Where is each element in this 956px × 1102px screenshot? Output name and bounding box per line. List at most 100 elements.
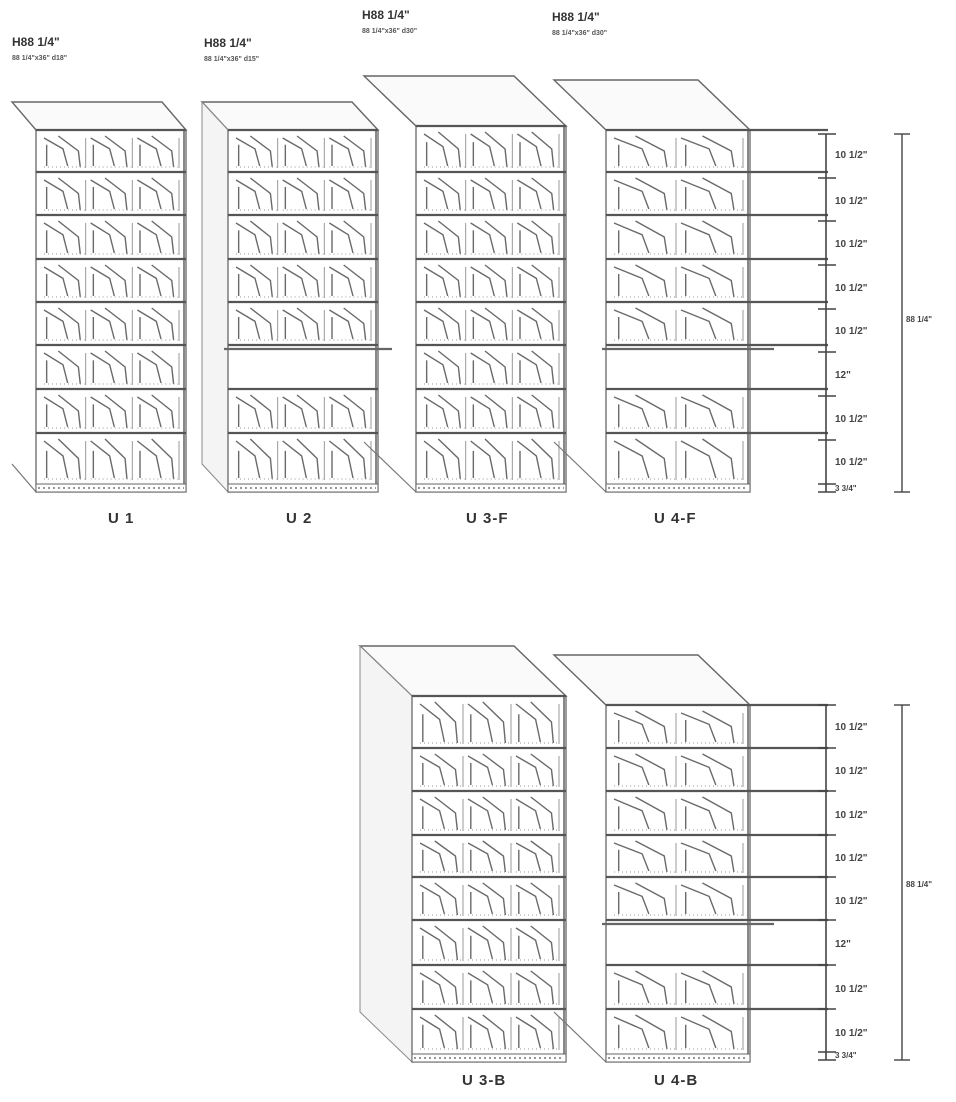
hanging-file-folder (680, 220, 735, 255)
hanging-file-folder (613, 1014, 668, 1050)
hanging-file-folder (680, 840, 735, 873)
hanging-file-folder (328, 438, 367, 480)
hanging-file-folder (90, 177, 128, 211)
hanging-file-folder (328, 394, 367, 429)
unit-top-panel (10, 101, 188, 131)
unit-title-u3f: H88 1/4" (362, 8, 410, 22)
base-height-label: 3 3/4" (835, 484, 857, 493)
hanging-file-folder (328, 220, 367, 255)
hanging-file-folder (90, 135, 128, 168)
hanging-file-folder (467, 970, 507, 1005)
hanging-file-folder (467, 796, 507, 831)
unit-label-u3b: U 3-B (462, 1072, 507, 1089)
hanging-file-folder (136, 394, 175, 429)
dimension-lines (818, 704, 910, 1061)
hanging-file-folder (467, 753, 507, 787)
hanging-file-folder (90, 220, 128, 255)
shelf-spacing-label: 10 1/2" (835, 984, 868, 995)
shelf-spacing-label: 10 1/2" (835, 722, 868, 733)
unit-frame (35, 129, 187, 493)
hanging-file-folder (136, 177, 175, 211)
shelf-spacing-label: 10 1/2" (835, 766, 868, 777)
hanging-file-folder (419, 925, 459, 961)
overall-height-label: 88 1/4" (906, 315, 933, 324)
hanging-file-folder (136, 264, 175, 298)
hanging-file-folder (515, 1014, 555, 1050)
hanging-file-folder (419, 840, 459, 873)
hanging-file-folder (470, 438, 508, 480)
hanging-file-folder (613, 796, 668, 831)
hanging-file-folder (90, 350, 128, 385)
unit-frame (605, 129, 751, 493)
hanging-file-folder (470, 394, 508, 429)
hanging-file-folder (328, 177, 367, 211)
hanging-file-folder (613, 177, 668, 211)
hanging-file-folder (136, 220, 175, 255)
unit-base (35, 483, 187, 493)
unit-frame (227, 129, 379, 493)
shelving-unit-u3f (362, 75, 568, 493)
overall-height-label: 88 1/4" (906, 880, 933, 889)
hanging-file-folder (282, 220, 320, 255)
hanging-file-folder (680, 394, 735, 429)
shelving-unit-u1 (10, 101, 188, 493)
hanging-file-folder (43, 438, 81, 480)
hanging-file-folder (235, 264, 273, 298)
unit-floor-edge (553, 441, 607, 493)
shelf-spacing-label: 10 1/2" (835, 457, 868, 468)
hanging-file-folder (516, 131, 555, 168)
shelving-unit-u3b (358, 644, 568, 1064)
hanging-file-folder (680, 796, 735, 831)
hanging-file-folder (515, 753, 555, 787)
hanging-file-folder (515, 925, 555, 961)
hanging-file-folder (613, 438, 668, 480)
hanging-file-folder (516, 438, 555, 480)
hanging-file-folder (515, 970, 555, 1005)
hanging-file-folder (43, 135, 81, 168)
hanging-file-folder (43, 177, 81, 211)
hanging-file-folder (613, 882, 668, 916)
unit-side-panel (359, 644, 413, 1064)
hanging-file-folder (680, 710, 735, 744)
hanging-file-folder (423, 350, 461, 385)
base-height-label: 3 3/4" (835, 1051, 857, 1060)
shelf-spacing-label: 12" (835, 370, 851, 381)
unit-floor-edge (11, 463, 37, 493)
hanging-file-folder (136, 350, 175, 385)
hanging-file-folder (467, 925, 507, 961)
unit-subtitle-u1: 88 1/4"x36" d18" (12, 55, 68, 62)
hanging-file-folder (328, 307, 367, 341)
hanging-file-folder (423, 264, 461, 298)
hanging-file-folder (470, 220, 508, 255)
hanging-file-folder (680, 882, 735, 916)
shelf-spacing-label: 10 1/2" (835, 1028, 868, 1039)
hanging-file-folder (419, 753, 459, 787)
unit-floor-edge (363, 441, 417, 493)
hanging-file-folder (235, 438, 273, 480)
shelf-spacing-label: 10 1/2" (835, 810, 868, 821)
unit-title-u4f: H88 1/4" (552, 10, 600, 24)
unit-subtitle-u4f: 88 1/4"x36" d30" (552, 30, 608, 37)
hanging-file-folder (423, 220, 461, 255)
unit-label-u4b: U 4-B (654, 1072, 699, 1089)
unit-top-panel (552, 79, 752, 131)
hanging-file-folder (613, 394, 668, 429)
hanging-file-folder (235, 307, 273, 341)
shelf-spacing-label: 10 1/2" (835, 283, 868, 294)
hanging-file-folder (516, 350, 555, 385)
hanging-file-folder (467, 882, 507, 916)
hanging-file-folder (282, 394, 320, 429)
hanging-file-folder (470, 264, 508, 298)
unit-subtitle-u2: 88 1/4"x36" d15" (204, 56, 260, 63)
hanging-file-folder (90, 438, 128, 480)
hanging-file-folder (515, 882, 555, 916)
hanging-file-folder (419, 1014, 459, 1050)
hanging-file-folder (613, 135, 668, 168)
hanging-file-folder (43, 264, 81, 298)
hanging-file-folder (516, 220, 555, 255)
hanging-file-folder (680, 970, 735, 1005)
hanging-file-folder (516, 177, 555, 211)
unit-frame (411, 695, 567, 1063)
hanging-file-folder (613, 710, 668, 744)
hanging-file-folder (282, 307, 320, 341)
